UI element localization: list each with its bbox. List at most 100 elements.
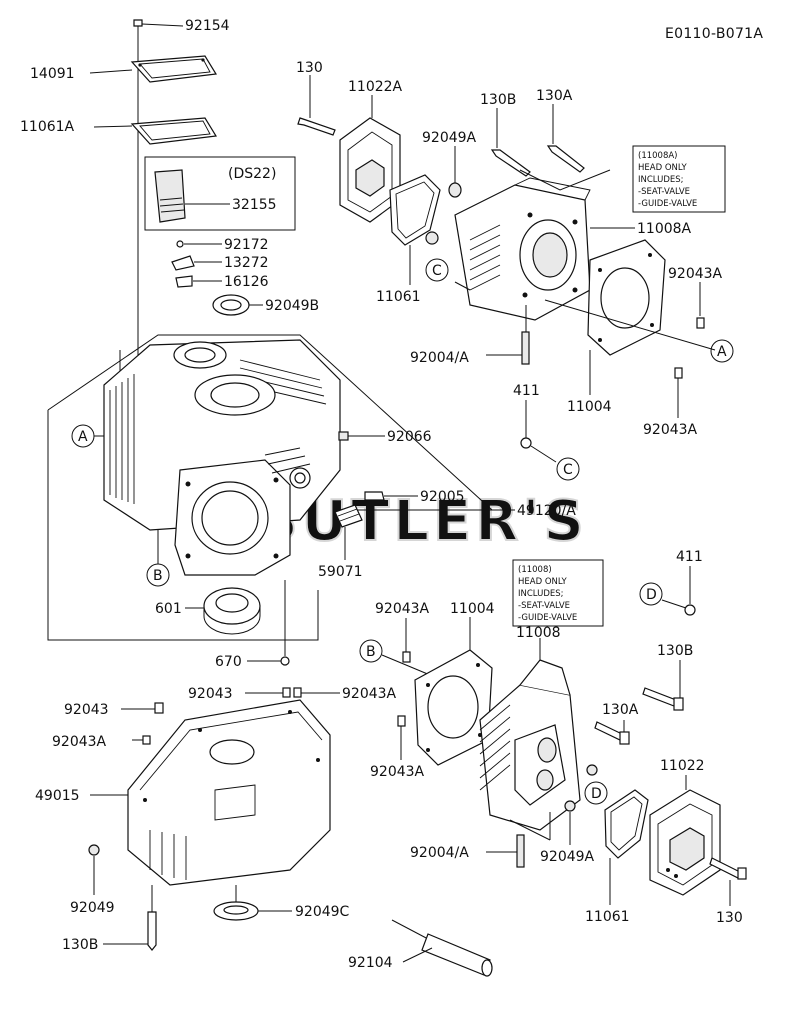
stud-92004A-top-icon <box>521 331 530 365</box>
sealant-92104-icon <box>391 919 493 977</box>
cylinder-head-11008-icon <box>479 659 581 831</box>
note-lower-line-1: (11008) <box>518 565 552 575</box>
label-59071: 59071 <box>318 564 363 580</box>
label-49015: 49015 <box>35 788 80 804</box>
callout-a-right: A <box>717 344 727 360</box>
label-92043A-mid: 92043A <box>375 601 430 617</box>
label-92043A-c: 92043A <box>342 686 397 702</box>
label-92043A-right: 92043A <box>668 266 723 282</box>
callout-a-left: A <box>78 429 88 445</box>
breather-32155-icon <box>154 169 186 223</box>
filter-59071-icon <box>334 504 363 528</box>
label-92043-b: 92043 <box>188 686 233 702</box>
dowel-92043A-right-icon <box>696 317 705 329</box>
note-upper-line-3: INCLUDES; <box>638 175 684 185</box>
dowel-92043A-mid-icon <box>402 651 411 663</box>
note-lower-line-5: -GUIDE-VALVE <box>518 613 577 623</box>
stud-92004A-low-icon <box>516 834 525 868</box>
label-13272: 13272 <box>224 255 269 271</box>
seal-92049A-low-icon <box>564 800 576 812</box>
bolt-130-top-icon <box>297 117 336 136</box>
label-92066: 92066 <box>387 429 432 445</box>
dowel-92043A-low-icon <box>397 715 406 727</box>
label-11061-top: 11061 <box>376 289 421 305</box>
label-92043A-right2: 92043A <box>643 422 698 438</box>
note-lower-line-2: HEAD ONLY <box>518 577 567 587</box>
plate-16126-icon <box>175 275 193 288</box>
dowel-92043-b-icon <box>282 687 291 698</box>
plate-13272-icon <box>171 255 195 271</box>
gasket-11061-top-icon <box>389 174 441 246</box>
label-92104: 92104 <box>348 955 393 971</box>
label-92049: 92049 <box>70 900 115 916</box>
label-14091: 14091 <box>30 66 75 82</box>
label-130B-top: 130B <box>480 92 516 108</box>
label-130-low: 130 <box>716 910 743 926</box>
note-lower-line-4: -SEAT-VALVE <box>518 601 570 611</box>
cylinder-head-11008A-icon <box>454 177 591 321</box>
cover-11022A-icon <box>339 117 401 223</box>
label-92004A-top: 92004/A <box>410 350 469 366</box>
label-11008: 11008 <box>516 625 561 641</box>
label-11061A: 11061A <box>20 119 75 135</box>
washer-411-mid-icon <box>684 604 696 616</box>
bolt-92154-icon <box>133 19 143 27</box>
callout-c-low: C <box>563 462 573 478</box>
bolt-130A-top-icon <box>546 145 585 173</box>
callout-d-mid: D <box>591 786 602 802</box>
note-lower-line-3: INCLUDES; <box>518 589 564 599</box>
label-92004A-low: 92004/A <box>410 845 469 861</box>
label-601: 601 <box>155 601 182 617</box>
dowel-92043A-c-icon <box>293 687 302 698</box>
fitting-92005-icon <box>364 491 385 501</box>
seal-92049A-top-icon <box>448 182 462 198</box>
plug-92066-icon <box>338 431 349 441</box>
callout-c-top: C <box>432 263 442 279</box>
label-49120A: 49120/A <box>517 503 576 519</box>
bolt-130A-mid-icon <box>594 721 623 741</box>
label-130B-mid: 130B <box>657 643 693 659</box>
label-11004-top: 11004 <box>567 399 612 415</box>
bolt-130B-bottom-icon <box>147 911 157 951</box>
label-130-top: 130 <box>296 60 323 76</box>
oilpan-49015-icon <box>127 699 331 886</box>
ds22-label: (DS22) <box>228 166 276 182</box>
head-gasket-11004-mid-icon <box>414 649 493 766</box>
label-92049C: 92049C <box>295 904 350 920</box>
label-11022: 11022 <box>660 758 705 774</box>
dowel-92043A-d-icon <box>142 735 151 745</box>
label-411-mid: 411 <box>676 549 703 565</box>
note-upper-line-2: HEAD ONLY <box>638 163 687 173</box>
cover-14091-icon <box>130 55 217 83</box>
note-upper-line-5: -GUIDE-VALVE <box>638 199 697 209</box>
gasket-11061-low-icon <box>604 789 649 859</box>
label-11004-mid: 11004 <box>450 601 495 617</box>
note-upper-line-1: (11008A) <box>638 151 678 161</box>
oring-670-icon <box>280 656 290 666</box>
screw-92172-icon <box>176 240 184 248</box>
label-130A-mid: 130A <box>602 702 639 718</box>
label-92043A-low: 92043A <box>370 764 425 780</box>
label-670: 670 <box>215 654 242 670</box>
bolt-130B-mid-icon <box>642 687 677 707</box>
label-92049A-top: 92049A <box>422 130 477 146</box>
label-92172: 92172 <box>224 237 269 253</box>
label-92049B: 92049B <box>265 298 319 314</box>
label-16126: 16126 <box>224 274 269 290</box>
dowel-92043A-right2-icon <box>674 367 683 379</box>
head-gasket-11004-top-icon <box>587 239 666 356</box>
seal-92049-icon <box>88 844 100 856</box>
label-32155: 32155 <box>232 197 277 213</box>
label-11022A: 11022A <box>348 79 403 95</box>
callout-b-left: B <box>153 568 163 584</box>
label-92154: 92154 <box>185 18 230 34</box>
gasket-11061A-icon <box>130 117 217 145</box>
cover-11022-icon <box>649 789 721 896</box>
diagram-code: E0110-B071A <box>665 26 763 42</box>
label-92049A-low: 92049A <box>540 849 595 865</box>
label-92043A-d: 92043A <box>52 734 107 750</box>
label-130B-bottom: 130B <box>62 937 98 953</box>
label-92005: 92005 <box>420 489 465 505</box>
label-92043-a: 92043 <box>64 702 109 718</box>
